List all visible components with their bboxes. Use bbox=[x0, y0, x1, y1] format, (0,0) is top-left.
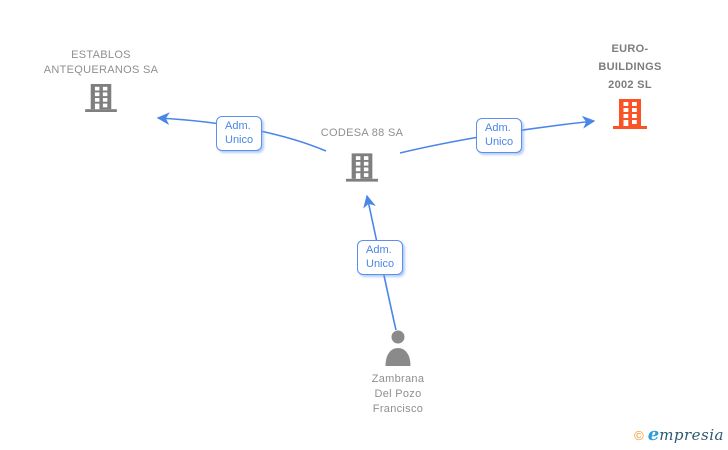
company-node-eurobuildings[interactable]: EURO- BUILDINGS 2002 SL bbox=[570, 40, 690, 130]
building-icon bbox=[85, 84, 117, 112]
logo-letter-e: e bbox=[647, 424, 660, 445]
person-node-zambrana[interactable]: Zambrana Del Pozo Francisco bbox=[338, 330, 458, 417]
edge-label-adm-unico-left[interactable]: Adm. Unico bbox=[216, 116, 263, 151]
node-label: EURO- BUILDINGS 2002 SL bbox=[598, 43, 662, 91]
node-label: CODESA 88 SA bbox=[320, 127, 404, 139]
copyright-icon: © bbox=[634, 428, 644, 443]
logo-text: mpresia bbox=[659, 426, 724, 444]
node-label: Zambrana Del Pozo Francisco bbox=[371, 373, 425, 415]
building-icon bbox=[346, 153, 378, 182]
edge-label-adm-unico-bottom[interactable]: Adm. Unico bbox=[357, 240, 404, 275]
empresia-logo[interactable]: ©empresia bbox=[634, 424, 724, 445]
node-label: ESTABLOS ANTEQUERANOS SA bbox=[43, 49, 159, 76]
edge-label-adm-unico-right[interactable]: Adm. Unico bbox=[476, 118, 523, 153]
company-node-codesa[interactable]: CODESA 88 SA bbox=[292, 126, 432, 182]
company-node-establos[interactable]: ESTABLOS ANTEQUERANOS SA bbox=[11, 48, 191, 112]
person-icon bbox=[385, 330, 411, 366]
building-icon bbox=[613, 99, 647, 129]
